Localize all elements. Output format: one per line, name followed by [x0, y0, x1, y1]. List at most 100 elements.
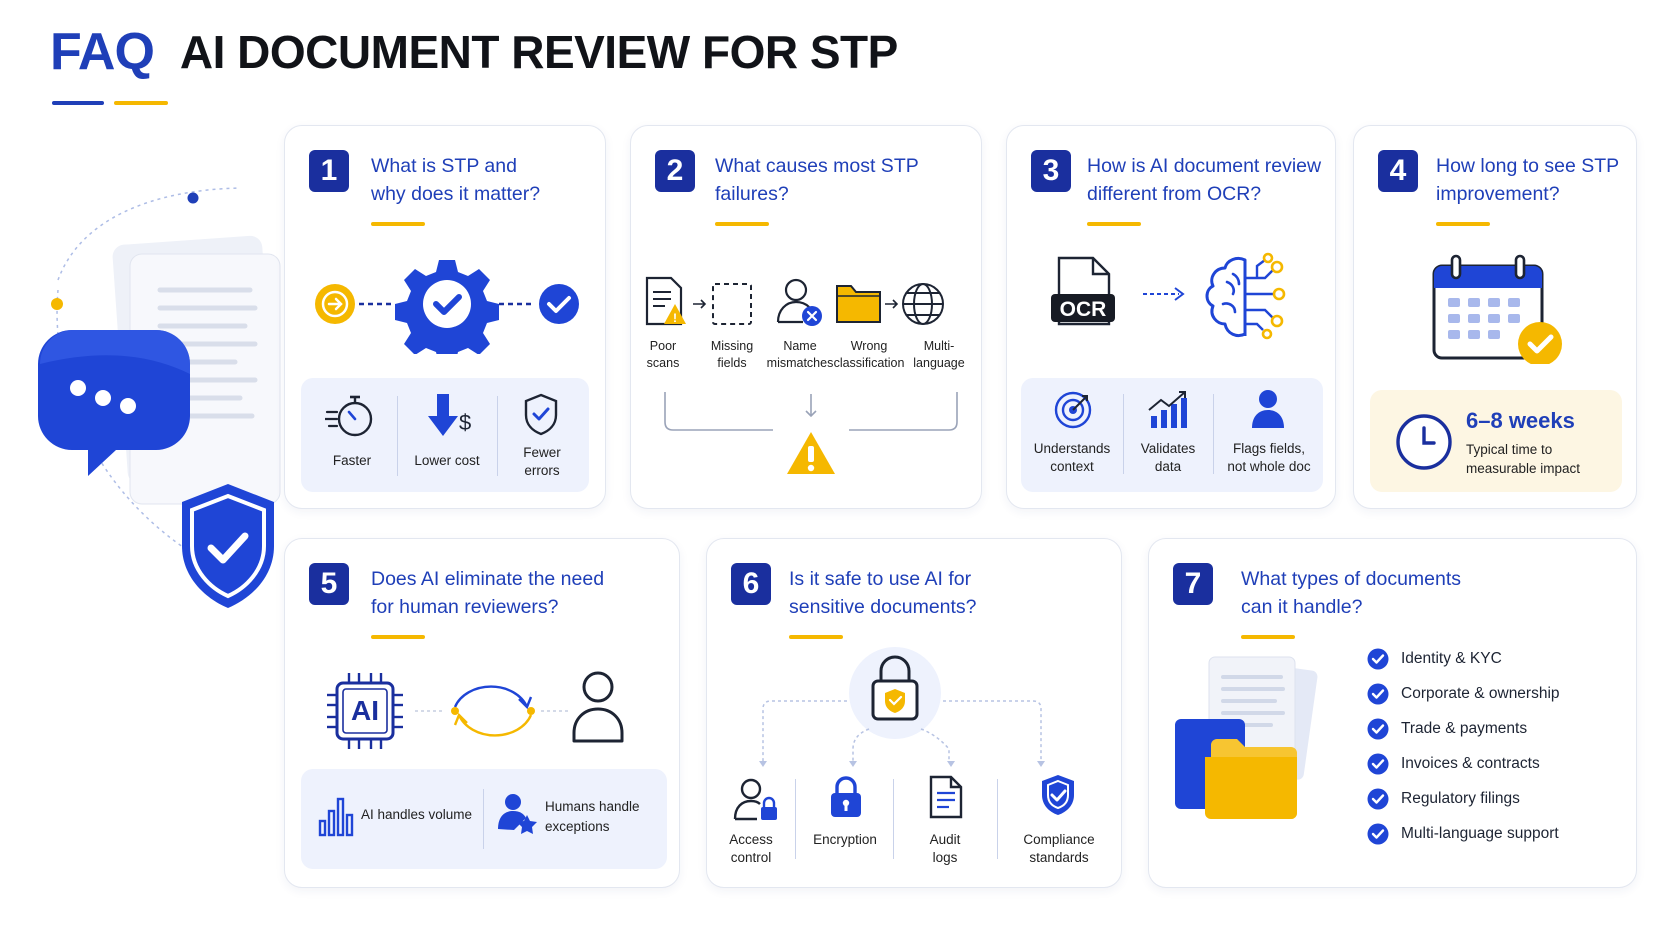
check-circle-icon	[1367, 718, 1389, 739]
list-item: Corporate & ownership	[1367, 676, 1560, 711]
timeframe-value: 6–8 weeks	[1466, 408, 1575, 433]
person-icon	[572, 671, 624, 743]
card-question: What types of documents can it handle?	[1241, 568, 1462, 618]
question-underline	[371, 635, 425, 639]
faq-card-2: 2 What causes most STP failures? !	[630, 125, 982, 509]
stp-flow-icon	[315, 260, 579, 354]
missing-field-icon	[712, 283, 752, 325]
user-flag-icon	[1252, 390, 1284, 428]
volume-bars-icon	[318, 797, 354, 837]
card-number: 3	[1031, 150, 1071, 192]
control-encryption: Encryption	[813, 832, 877, 847]
faq-label: FAQ	[50, 23, 155, 81]
card-question: Does AI eliminate the need for human rev…	[371, 568, 605, 618]
arrow-right-icon	[1143, 287, 1185, 301]
question-underline	[715, 222, 769, 226]
list-item: Regulatory filings	[1367, 781, 1560, 816]
feature-flags-fields: Flags fields,not whole doc	[1227, 441, 1311, 474]
page-header: FAQ AI DOCUMENT REVIEW FOR STP	[50, 22, 898, 82]
roles-panel	[301, 769, 667, 869]
faq-card-1: 1 What is STP and why does it matter? Fa…	[284, 125, 606, 509]
question-underline	[1087, 222, 1141, 226]
card-number: 4	[1378, 150, 1418, 192]
access-control-icon	[733, 778, 777, 821]
faq-card-5: 5 Does AI eliminate the need for human r…	[284, 538, 680, 888]
faq-card-4: 4 How long to see STP improvement? 6–8 w…	[1353, 125, 1637, 509]
card-number: 6	[731, 563, 771, 605]
card-number: 5	[309, 563, 349, 605]
wrong-folder-icon	[836, 285, 881, 323]
audit-log-icon	[929, 775, 963, 819]
benefit-fewer-errors: Fewer errors	[523, 445, 561, 478]
title-underline-blue	[52, 101, 104, 105]
failure-causes-icons: !	[645, 276, 944, 326]
shield-check-icon	[524, 393, 558, 436]
ocr-label: OCR	[1059, 298, 1107, 321]
check-circle-icon	[1367, 753, 1389, 774]
human-star-icon	[498, 794, 537, 834]
card-question: What causes most STP failures?	[715, 155, 919, 205]
cost-down-icon: $	[428, 394, 471, 436]
ocr-document-icon	[1051, 256, 1115, 326]
cause-multi-language: Multi-language	[913, 339, 965, 370]
ai-chip-icon	[327, 673, 403, 749]
card-question: How is AI document review different from…	[1087, 155, 1322, 205]
name-mismatch-icon	[776, 278, 822, 326]
card-question: How long to see STP improvement?	[1436, 155, 1620, 205]
question-underline	[789, 635, 843, 639]
card-number: 1	[309, 150, 349, 192]
compliance-shield-icon	[1042, 775, 1074, 815]
documents-stack-illustration	[1175, 656, 1318, 819]
card-number: 7	[1173, 563, 1213, 605]
padlock-icon	[831, 776, 861, 817]
faq-card-7: 7 What types of documents can it handle?…	[1148, 538, 1637, 888]
faq-card-3: 3 How is AI document review different fr…	[1006, 125, 1336, 509]
globe-icon	[902, 283, 944, 325]
failure-funnel-diagram	[664, 392, 958, 474]
stopwatch-icon	[325, 395, 373, 437]
calendar-check-icon	[1432, 254, 1562, 364]
ai-chip-label: AI	[351, 695, 379, 726]
security-hub-diagram	[759, 647, 1045, 767]
card-number: 2	[655, 150, 695, 192]
svg-text:!: !	[673, 311, 677, 325]
check-circle-icon	[1367, 648, 1389, 669]
target-icon	[1054, 391, 1092, 429]
check-circle-icon	[1367, 823, 1389, 844]
card-question: Is it safe to use AI for sensitive docum…	[789, 568, 977, 618]
check-circle-icon	[1367, 683, 1389, 704]
list-item: Trade & payments	[1367, 711, 1560, 746]
svg-text:$: $	[459, 410, 471, 435]
question-underline	[371, 222, 425, 226]
ai-brain-icon	[1205, 252, 1286, 340]
faq-card-6: 6 Is it safe to use AI for sensitive doc…	[706, 538, 1122, 888]
benefit-faster: Faster	[332, 453, 372, 468]
role-ai-volume: AI handles volume	[361, 807, 473, 822]
clock-icon	[1396, 414, 1452, 470]
question-underline	[1241, 635, 1295, 639]
card-question: What is STP and why does it matter?	[371, 155, 541, 205]
bar-chart-up-icon	[1148, 391, 1187, 428]
poor-scan-icon: !	[645, 276, 686, 326]
sync-cycle-icon	[415, 685, 571, 737]
chat-document-illustration	[38, 187, 281, 608]
list-item: Invoices & contracts	[1367, 746, 1560, 781]
list-item: Multi-language support	[1367, 816, 1560, 851]
title-underline-yellow	[114, 101, 168, 105]
document-types-list: Identity & KYC Corporate & ownership Tra…	[1367, 641, 1560, 851]
list-item: Identity & KYC	[1367, 641, 1560, 676]
page-title: AI DOCUMENT REVIEW FOR STP	[179, 26, 898, 78]
question-underline	[1436, 222, 1490, 226]
benefit-lower-cost: Lower cost	[414, 453, 480, 468]
